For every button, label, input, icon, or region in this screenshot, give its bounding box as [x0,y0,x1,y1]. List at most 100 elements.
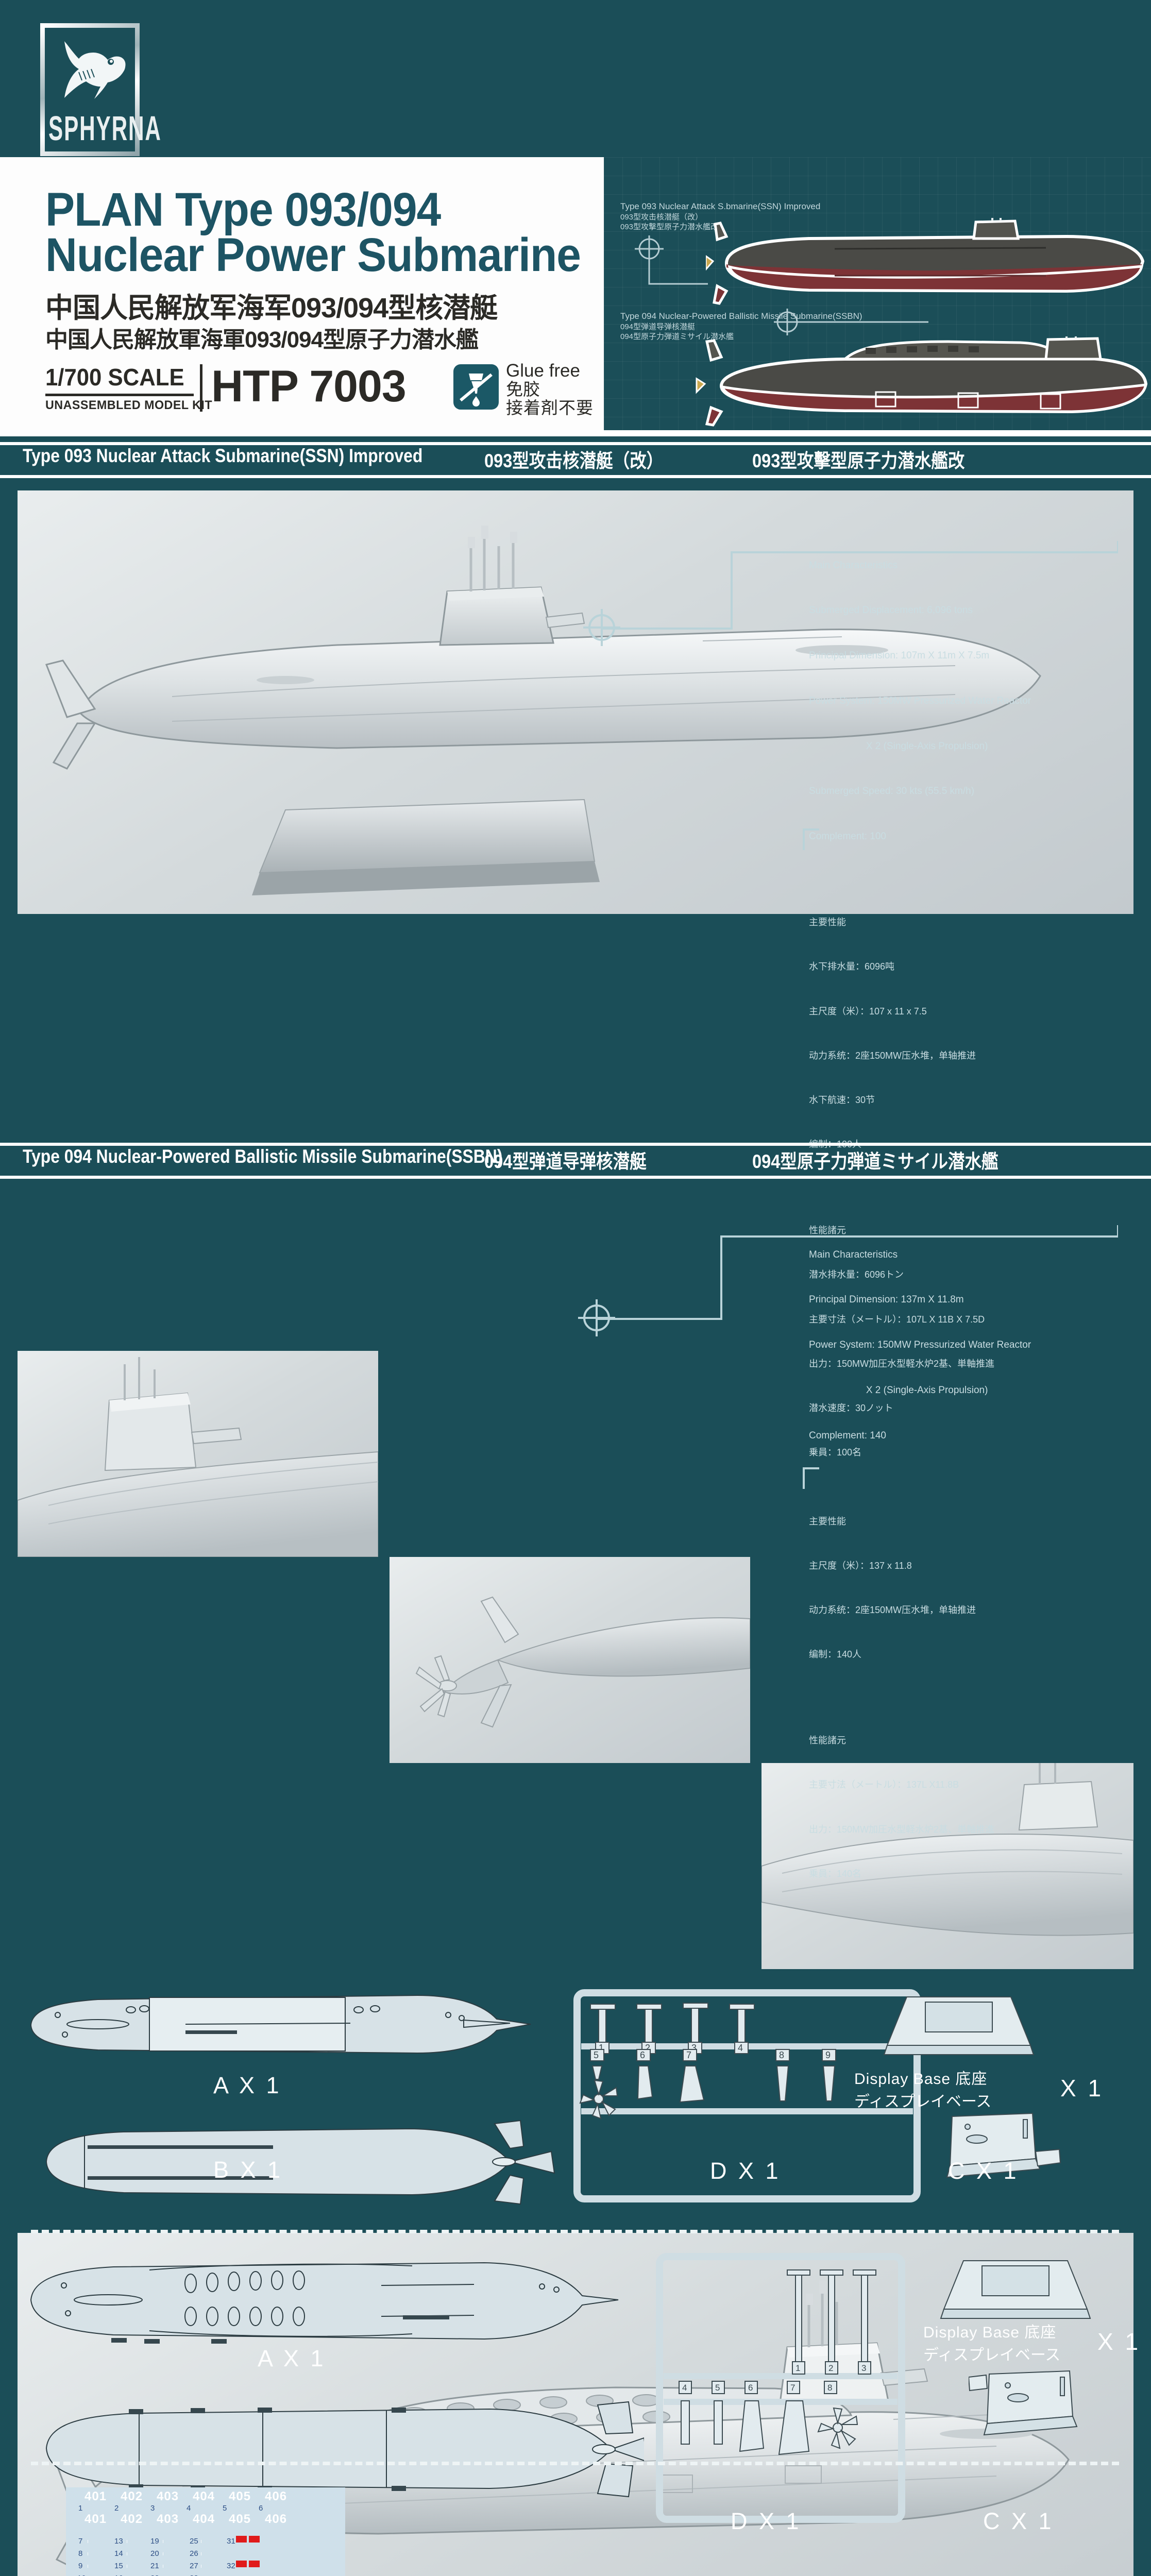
submarine-093-render [45,526,1041,895]
decal-hull-405-a: 405 [229,2489,251,2503]
display-base-jp-093: ディスプレイベース [854,2093,992,2110]
section-093-title-en: Type 093 Nuclear Attack Submarine(SSN) I… [23,445,423,466]
part-c-label-094: C X 1 [983,2508,1054,2534]
decal-stripe-14 [127,2552,150,2555]
section-header-094: Type 094 Nuclear-Powered Ballistic Missi… [0,1146,1151,1175]
decal-mark-10: 10 [77,2574,86,2576]
part-d-label-094: D X 1 [731,2508,802,2534]
spec-094-en: Main Characteristics Principal Dimension… [809,1217,1031,1911]
blueprint-label-094: Type 094 Nuclear-Powered Ballistic Missi… [620,311,862,342]
spec-093-en-1: Submerged Displacement: 6,096 tons [809,605,973,616]
spec-093-jp-4: 潜水速度：30ノット [809,1402,893,1413]
display-base-qty-094: X 1 [1097,2328,1141,2355]
parts-divider-1 [31,2230,1119,2233]
svg-text:6: 6 [748,2383,753,2393]
blueprint-093-en: Type 093 Nuclear Attack S.bmarine(SSN) I… [620,201,821,211]
spec-093-en-6: Complement: 100 [809,831,886,842]
decal-mark-28: 28 [190,2574,198,2576]
part-b-label-093: B X 1 [213,2157,283,2183]
page-title-line2: Nuclear Power Submarine [45,229,581,281]
decal-stripe-25 [201,2540,223,2543]
section-094-title-cn: 094型弹道导弹核潜艇 [484,1151,647,1172]
sprue-part-b-094 [45,2401,644,2498]
spec-094-cn-2: 动力系统：2座150MW压水堆，单轴推进 [809,1605,976,1616]
decal-mark-21: 21 [150,2562,159,2570]
spec-094-jp-0: 性能諸元 [809,1735,846,1746]
detail-photo-093-stern [390,1557,750,1763]
glue-free-text: Glue free 免胶 接着剤不要 [506,361,594,417]
scale-kit-box: 1/700 SCALE UNASSEMBLED MODEL KIT HTP 70… [45,362,407,415]
display-base-label-093: Display Base 底座 ディスプレイベース [854,2066,991,2111]
svg-text:5: 5 [594,2050,599,2060]
display-base-093 [883,1996,1035,2055]
spec-093-en-0: Main Characteristics [809,560,898,571]
svg-text:6: 6 [640,2050,645,2060]
decal-hull-404-b: 404 [193,2512,215,2526]
decal-mark-13: 13 [114,2537,123,2546]
crosshair-target-094 [774,309,928,335]
decal-mark-20: 20 [150,2549,159,2558]
decal-mark-16: 16 [114,2574,123,2576]
detail-photo-093-bow [761,1763,1133,1969]
decal-index-5: 5 [223,2504,227,2513]
page-title-japanese: 中国人民解放軍海軍093/094型原子力潜水艦 [45,327,479,352]
spec-093-jp-2: 主要寸法（メートル）：107L X 11B X 7.5D [809,1314,985,1325]
decal-hull-406-b: 406 [265,2512,287,2526]
decal-sheet: 401 402 403 404 405 406 1 2 3 4 5 6 401 … [66,2487,345,2576]
blueprint-093-cn: 093型攻击核潜艇（改） [620,212,703,222]
section-093-title-cn: 093型攻击核潜艇（改） [484,450,664,471]
svg-text:3: 3 [861,2363,866,2373]
sprue-part-c-093 [946,2112,1061,2178]
scale-divider-rule [45,394,194,396]
section-094-rule-top [0,1143,1151,1146]
section-093-title-jp: 093型攻擊型原子力潜水艦改 [752,450,965,471]
decal-mark-27: 27 [190,2562,198,2570]
display-base-jp-094: ディスプレイベース [923,2347,1061,2364]
crosshair-093-spec [583,609,620,646]
decal-mark-15: 15 [114,2562,123,2570]
decal-mark-14: 14 [114,2549,123,2558]
spec-093-en-2: Principal Dimension: 107m X 11m X 7.5m [809,650,990,661]
spec-block-093: Main Characteristics Submerged Displacem… [809,528,1031,1490]
decal-stripe-9 [88,2565,108,2568]
kit-type-label: UNASSEMBLED MODEL KIT [45,398,213,412]
spec-093-cn-0: 主要性能 [809,917,846,928]
part-c-label-093: C X 1 [948,2158,1019,2184]
part-d-label-093: D X 1 [710,2158,781,2184]
crosshair-target-093 [635,235,708,285]
decal-mark-22: 22 [150,2574,159,2576]
decal-stripe-26 [201,2552,225,2555]
submarine-profile-093 [706,218,1145,305]
detail-photo-093-sail [18,1351,378,1557]
sprue-part-c-094 [969,2370,1078,2436]
svg-text:7: 7 [686,2050,691,2060]
decal-hull-401-b: 401 [84,2512,107,2526]
decal-index-3: 3 [150,2504,155,2513]
svg-text:4: 4 [682,2383,687,2393]
decal-mark-8: 8 [78,2549,83,2558]
spec-093-en-5: Submerged Speed: 30 kts (55.5 km/h) [809,786,975,797]
blueprint-094-en: Type 094 Nuclear-Powered Ballistic Missi… [620,311,862,321]
decal-stripe-7 [88,2540,109,2543]
sprue-part-a-093 [30,1994,531,2054]
decal-mark-32: 32 [227,2562,235,2570]
display-base-qty-093: X 1 [1060,2075,1104,2102]
display-base-094 [940,2260,1091,2319]
decal-flag-pair-32 [236,2561,262,2570]
decal-index-1: 1 [78,2504,83,2513]
decal-mark-25: 25 [190,2537,198,2546]
display-base-en-cn-094: Display Base 底座 [923,2324,1057,2341]
section-header-093: Type 093 Nuclear Attack Submarine(SSN) I… [0,445,1151,474]
decal-stripe-21 [163,2565,183,2568]
decal-mark-31: 31 [227,2537,235,2546]
spec-093-jp-0: 性能諸元 [809,1225,846,1236]
spec-094-jp-3: 乗員：140名 [809,1868,862,1879]
spec-094-jp-1: 主要寸法（メートル）：137L X11.8B [809,1780,959,1790]
decal-hull-406-a: 406 [265,2489,287,2503]
decal-hull-403-a: 403 [157,2489,179,2503]
spec-094-cn-1: 主尺度（米）：137 x 11.8 [809,1560,912,1571]
decal-stripe-15 [127,2565,147,2568]
crosshair-094-spec [578,1299,615,1336]
spec-093-cn-3: 动力系统：2座150MW压水堆，单轴推进 [809,1050,976,1061]
